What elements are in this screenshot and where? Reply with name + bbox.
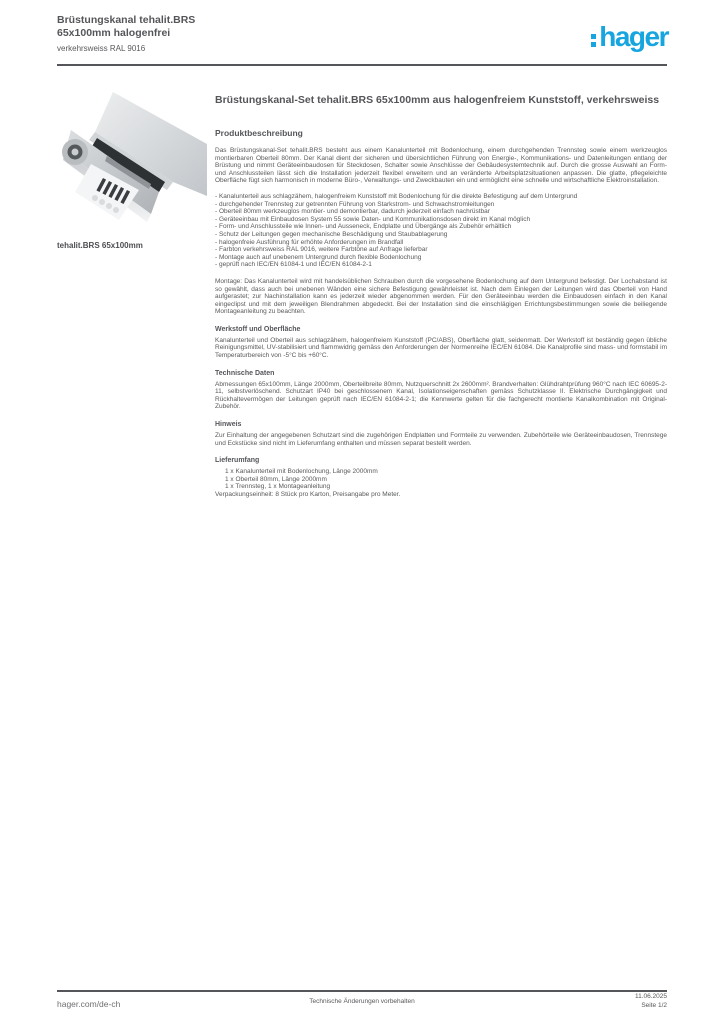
footer-divider [57, 990, 667, 992]
product-photo [55, 86, 207, 238]
header-title-line1: Brüstungskanal tehalit.BRS [57, 14, 196, 26]
footer-disclaimer: Technische Änderungen vorbehalten [309, 998, 415, 1005]
footer-page-info: 11.06.2025 Seite 1/2 [635, 993, 667, 1010]
footer-page-number: Seite 1/2 [641, 1001, 667, 1009]
lieferumfang-list: 1 x Kanalunterteil mit Bodenlochung, Län… [215, 468, 667, 498]
section-heading-produktbeschreibung: Produktbeschreibung [215, 128, 303, 138]
lieferumfang-item: 1 x Trennsteg, 1 x Montageanleitung [225, 483, 331, 491]
feature-item: - Farbton verkehrsweiss RAL 9016, weiter… [215, 246, 428, 254]
hinweis-heading: Hinweis [215, 421, 242, 429]
feature-item: - Geräteeinbau mit Einbaudosen System 55… [215, 215, 531, 223]
hager-logo-text: hager [599, 21, 669, 52]
feature-item: - halogenfreie Ausführung für erhöhte An… [215, 238, 404, 246]
header-subtitle: verkehrsweiss RAL 9016 [57, 44, 146, 53]
technik-heading: Technische Daten [215, 369, 275, 377]
feature-item: - durchgehender Trennsteg zur getrennten… [215, 200, 495, 208]
feature-item: - Montage auch auf unebenem Untergrund d… [215, 253, 422, 261]
werkstoff-heading: Werkstoff und Oberfläche [215, 325, 301, 333]
header-product-block: Brüstungskanal tehalit.BRS 65x100mm halo… [57, 14, 327, 54]
article-column: Brüstungskanal-Set tehalit.BRS 65x100mm … [215, 94, 667, 499]
lieferumfang-heading: Lieferumfang [215, 457, 260, 465]
montage-paragraph: Montage: Das Kanalunterteil wird mit han… [215, 277, 667, 316]
lieferumfang-item: 1 x Kanalunterteil mit Bodenlochung, Län… [225, 468, 378, 476]
feature-item: - Schutz der Leitungen gegen mechanische… [215, 230, 448, 238]
trunking-render-image [62, 92, 207, 222]
feature-item: - Oberteil 80mm werkzeuglos montier- und… [215, 208, 490, 216]
product-reference-caption: tehalit.BRS 65x100mm [57, 241, 143, 250]
hager-logo-colon-icon [591, 31, 597, 52]
technik-paragraph: Abmessungen 65x100mm, Länge 2000mm, Ober… [215, 380, 667, 411]
footer-date: 11.06.2025 [634, 993, 667, 1000]
header-divider [57, 64, 667, 66]
intro-paragraph: Das Brüstungskanal-Set tehalit.BRS beste… [215, 147, 667, 185]
feature-item: - Form- und Anschlussteile wie Innen- un… [215, 223, 512, 231]
footer-website-link[interactable]: hager.com/de-ch [57, 997, 127, 1011]
page-title: Brüstungskanal-Set tehalit.BRS 65x100mm … [215, 94, 660, 106]
hinweis-paragraph: Zur Einhaltung der angegebenen Schutzart… [215, 432, 667, 447]
feature-item: - geprüft nach IEC/EN 61084-1 und IEC/EN… [215, 261, 372, 269]
feature-item: - Kanalunterteil aus schlagzähem, haloge… [215, 192, 578, 200]
feature-list: - Kanalunterteil aus schlagzähem, haloge… [215, 193, 667, 269]
header-title-line2: 65x100mm halogenfrei [57, 27, 171, 39]
werkstoff-paragraph: Kanalunterteil und Oberteil aus schlagzä… [215, 336, 667, 360]
lieferumfang-item: Verpackungseinheit: 8 Stück pro Karton, … [215, 491, 401, 498]
lieferumfang-item: 1 x Oberteil 80mm, Länge 2000mm [225, 475, 327, 483]
hager-logo: hager [591, 21, 669, 52]
